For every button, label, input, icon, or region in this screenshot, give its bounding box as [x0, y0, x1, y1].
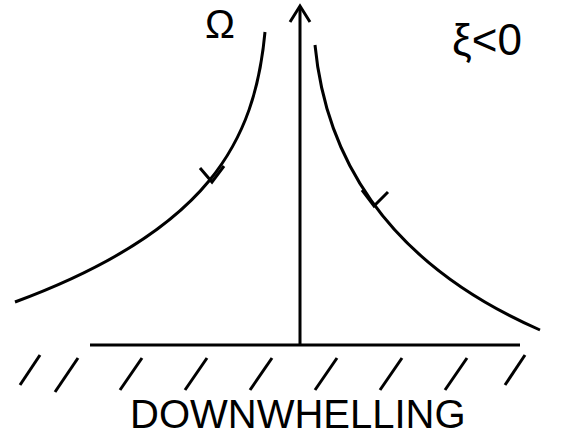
axis-arrowhead [290, 6, 310, 22]
ground-hatching [20, 355, 525, 392]
flow-arrowhead [362, 190, 388, 206]
axis-line [299, 8, 302, 345]
vorticity-symbol: Ω [205, 4, 235, 44]
streamline [315, 45, 540, 330]
streamline [15, 32, 265, 302]
caption-label: DOWNWHELLING [130, 394, 466, 434]
condition-label: ξ<0 [452, 18, 522, 62]
ground-line [90, 344, 520, 347]
flow-arrowhead [200, 166, 224, 182]
